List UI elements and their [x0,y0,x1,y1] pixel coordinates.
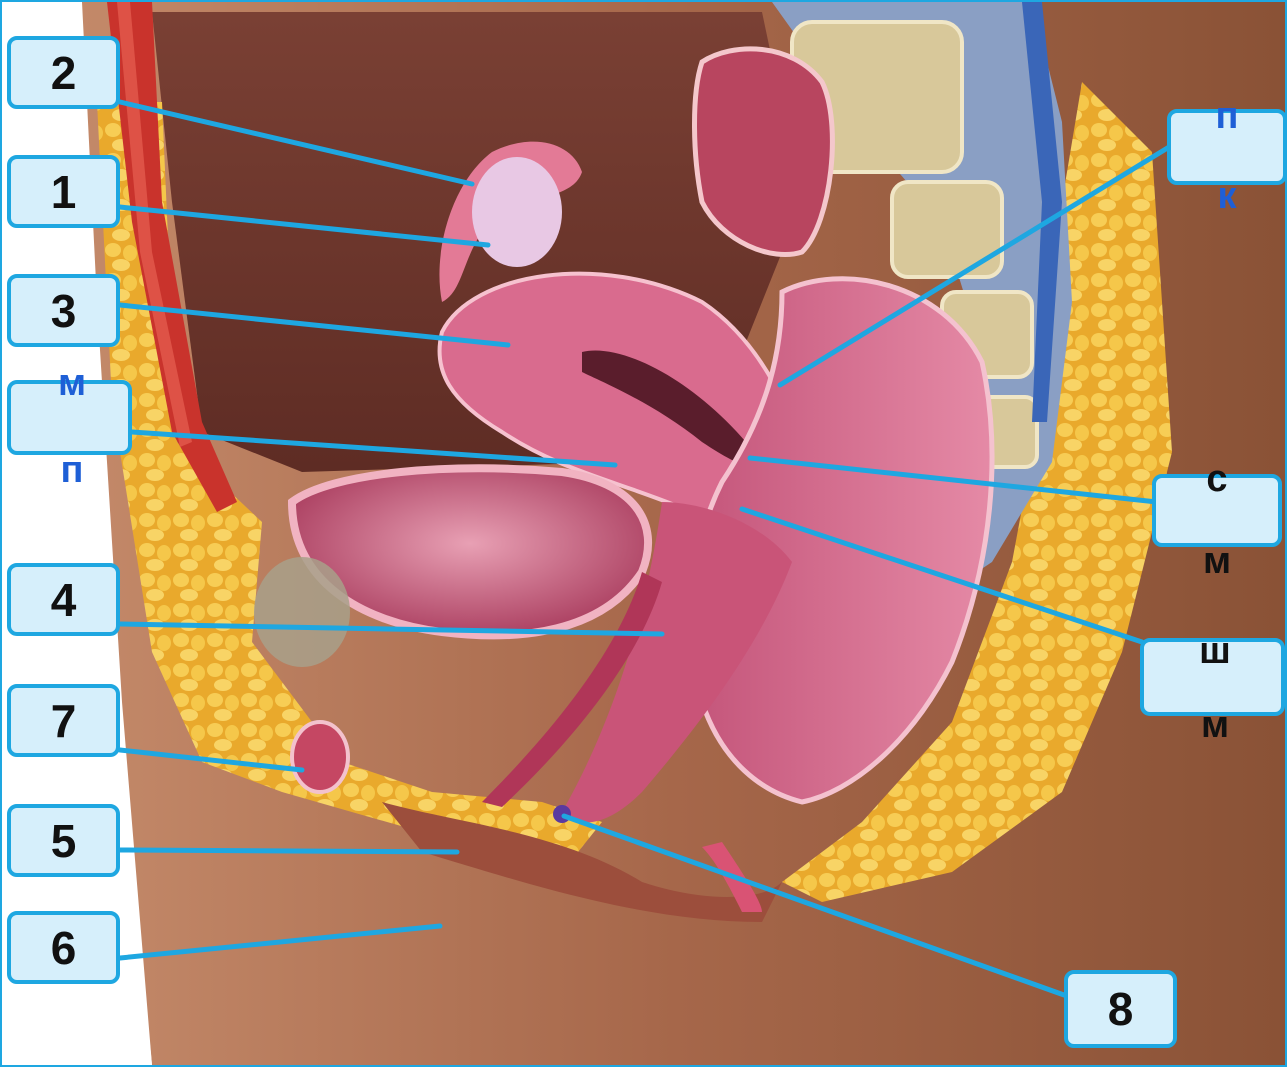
label-pk-letter-top: п [1202,97,1252,135]
anal-orifice [553,805,571,823]
label-3[interactable]: 3 [7,274,120,347]
label-3-text: 3 [51,284,77,338]
label-1-text: 1 [51,165,77,219]
label-2[interactable]: 2 [7,36,120,109]
label-sm-letter-top: с [1192,460,1242,498]
label-4-text: 4 [51,573,77,627]
label-pk-letter-bottom: к [1202,177,1252,215]
label-1[interactable]: 1 [7,155,120,228]
label-5[interactable]: 5 [7,804,120,877]
label-6-text: 6 [51,921,77,975]
label-mp-letter-top: м [47,364,97,402]
ovary [472,157,562,267]
label-7[interactable]: 7 [7,684,120,757]
clitoris [292,722,348,792]
label-shm-letter-top: ш [1190,632,1240,670]
label-sm-letter-bottom: м [1192,542,1242,580]
label-8-text: 8 [1108,982,1134,1036]
label-shm-letter-bottom: м [1190,706,1240,744]
label-5-text: 5 [51,814,77,868]
label-7-text: 7 [51,694,77,748]
sigmoid-colon [695,49,833,255]
pubic-bone [254,557,350,667]
label-6[interactable]: 6 [7,911,120,984]
label-4[interactable]: 4 [7,563,120,636]
label-mp-letter-bottom: п [47,451,97,489]
label-2-text: 2 [51,46,77,100]
label-8[interactable]: 8 [1064,970,1177,1048]
